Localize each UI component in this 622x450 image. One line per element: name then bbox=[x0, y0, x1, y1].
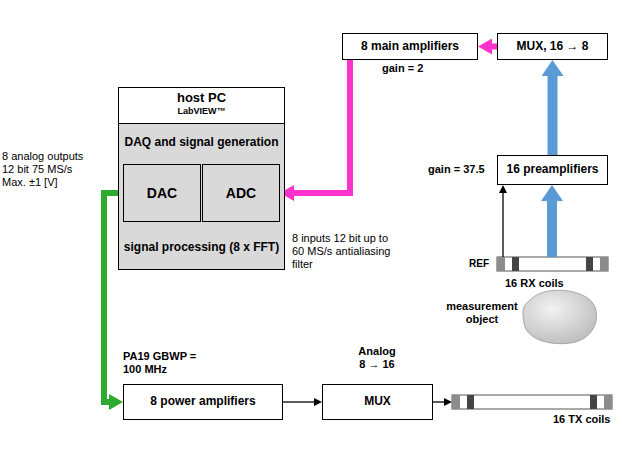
signal-name: REF bbox=[469, 258, 489, 270]
mux-box: MUX, 16 → 8 bbox=[497, 33, 608, 60]
signal-connector bbox=[548, 76, 558, 155]
coil-segment bbox=[512, 257, 519, 271]
node-text: signal processing (8 x FFT) bbox=[124, 241, 279, 255]
coil-segment bbox=[590, 395, 597, 409]
amplifier-box: 8 main amplifiers bbox=[342, 33, 478, 60]
gain-label: gain = 37.5 bbox=[428, 163, 485, 176]
signal-connector bbox=[294, 60, 350, 193]
signal-connector bbox=[283, 401, 314, 402]
part-name: 16 TX coils bbox=[553, 413, 610, 426]
ref-line bbox=[502, 192, 503, 257]
arrow-head bbox=[541, 185, 563, 201]
tx-coil-array bbox=[452, 395, 612, 409]
node-text: 16 preamplifiers bbox=[506, 163, 598, 177]
spec-note: 8 inputs 12 bit up to 60 MS/s antialiasi… bbox=[292, 232, 392, 272]
preamplifier-box: 16 preamplifiers bbox=[497, 155, 608, 185]
node-text: 8 power amplifiers bbox=[150, 395, 255, 409]
coil-cap bbox=[452, 395, 460, 409]
spec-note: 8 analog outputs 12 bit 75 MS/s Max. ±1 … bbox=[2, 150, 94, 190]
arrow-head bbox=[444, 398, 452, 406]
coil-body bbox=[452, 395, 612, 409]
node-text: ADC bbox=[226, 185, 256, 201]
signal-arrow bbox=[547, 201, 557, 257]
mux-note: Analog 8 → 16 bbox=[355, 345, 399, 371]
gain-label: gain = 2 bbox=[382, 62, 423, 75]
arrow-head bbox=[499, 185, 507, 193]
coil-body bbox=[497, 257, 608, 271]
node-text: MUX, 16 → 8 bbox=[516, 40, 588, 54]
coil-cap bbox=[497, 257, 505, 271]
part-spec: PA19 GBWP = 100 MHz bbox=[123, 350, 211, 376]
node-text: DAC bbox=[147, 185, 177, 201]
processing-band: signal processing (8 x FFT) bbox=[119, 226, 284, 269]
coil-cap bbox=[604, 395, 612, 409]
host-pc-box: host PCLabVIEW™ DAQ and signal generation… bbox=[118, 87, 285, 270]
daq-band: DAQ and signal generation bbox=[119, 123, 284, 161]
coil-segment bbox=[586, 257, 593, 271]
node-text: MUX bbox=[364, 395, 391, 409]
part-name: measurement object bbox=[442, 300, 522, 326]
coil-segment bbox=[467, 395, 474, 409]
measurement-object bbox=[523, 290, 597, 343]
dac-box: DAC bbox=[123, 164, 201, 222]
power-amplifier-box: 8 power amplifiers bbox=[123, 384, 283, 420]
node-text: host PC bbox=[177, 91, 226, 106]
node-text: LabVIEW™ bbox=[177, 106, 225, 116]
wire bbox=[433, 401, 444, 402]
rx-coil-array bbox=[497, 257, 608, 271]
node-text: 8 main amplifiers bbox=[361, 40, 459, 54]
part-name: 16 RX coils bbox=[505, 277, 564, 290]
coil-cap bbox=[600, 257, 608, 271]
adc-box: ADC bbox=[202, 164, 280, 222]
mux-box: MUX bbox=[322, 384, 433, 420]
node-text: DAQ and signal generation bbox=[124, 136, 278, 150]
